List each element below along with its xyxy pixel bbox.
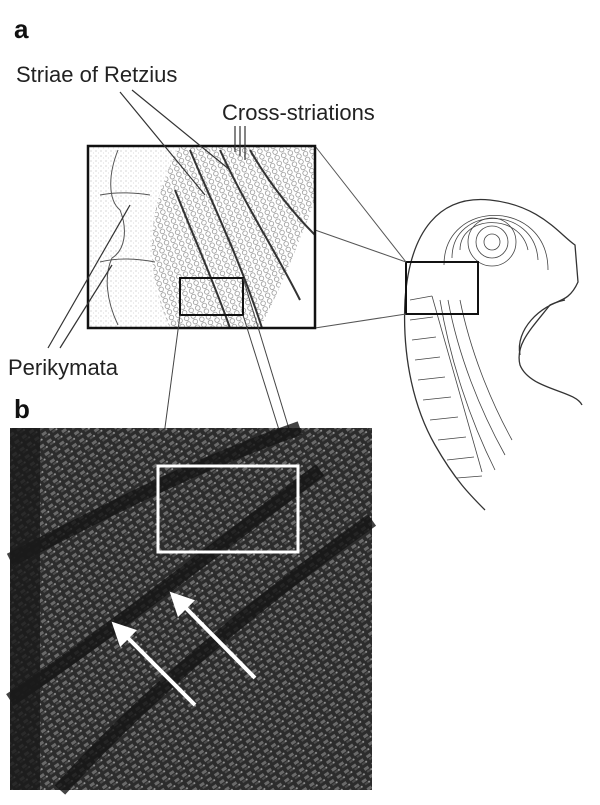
arrow-right [169, 591, 257, 680]
perikymata-leader-lines [47, 204, 131, 349]
tooth-outline [403, 198, 583, 511]
cross-striations-label: Cross-striations [222, 100, 375, 125]
panel-a-letter: a [14, 14, 29, 44]
perikymata-label: Perikymata [8, 355, 119, 380]
tooth-enamel-bands [409, 295, 483, 479]
striae-of-retzius-label: Striae of Retzius [16, 62, 177, 87]
zoom-connector-lines [314, 145, 407, 329]
arrow-left [111, 621, 197, 707]
panel-b-letter: b [14, 394, 30, 424]
tooth-locator-box [405, 261, 479, 315]
striae-leader-lines [119, 89, 231, 196]
inner-selection-box [179, 277, 244, 316]
magnified-enamel [88, 146, 315, 328]
micrograph-panel [6, 421, 377, 795]
micrograph-arrows [111, 591, 257, 707]
cross-striations-leader-lines [234, 126, 246, 160]
tooth-growth-lines [439, 214, 549, 471]
micrograph-highlight-box [156, 464, 300, 554]
